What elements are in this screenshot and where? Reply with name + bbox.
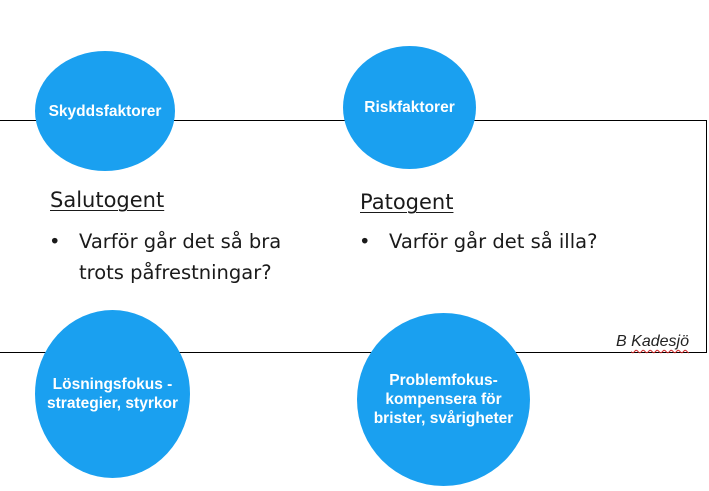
protective-factors-circle: Skyddsfaktorer <box>35 51 175 171</box>
salutogenic-bullet-text: Varför går det så bra trots påfrestninga… <box>79 230 282 284</box>
salutogenic-heading: Salutogent <box>50 188 165 212</box>
problem-focus-label: Problemfokus- kompensera för brister, sv… <box>373 372 514 427</box>
solution-focus-label: Lösningsfokus - strategier, styrkor <box>47 376 178 412</box>
bullet-dot: • <box>359 230 371 253</box>
bullet-dot: • <box>49 230 61 253</box>
problem-focus-circle: Problemfokus- kompensera för brister, sv… <box>357 313 530 486</box>
pathogenic-bullet: • Varför går det så illa? <box>359 226 659 258</box>
solution-focus-circle: Lösningsfokus - strategier, styrkor <box>35 310 190 478</box>
author-credit: B Kadesjö <box>616 333 689 351</box>
pathogenic-bullet-text: Varför går det så illa? <box>389 230 598 253</box>
author-name: Kadesjö <box>631 333 689 350</box>
salutogenic-bullet: • Varför går det så bra trots påfrestnin… <box>49 226 339 290</box>
risk-factors-label: Riskfaktorer <box>364 99 455 116</box>
protective-factors-label: Skyddsfaktorer <box>48 102 162 120</box>
pathogenic-heading: Patogent <box>360 190 454 214</box>
risk-factors-circle: Riskfaktorer <box>343 46 476 169</box>
author-initial: B <box>616 333 627 350</box>
